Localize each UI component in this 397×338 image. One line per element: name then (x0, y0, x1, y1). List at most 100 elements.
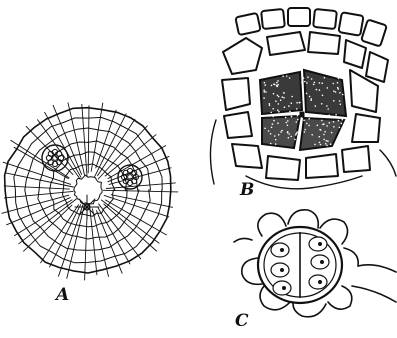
stipple-dot (319, 82, 321, 84)
stipple-dot (320, 129, 322, 131)
stipple-dot (313, 84, 315, 86)
stipple-dot (341, 123, 343, 125)
stipple-dot (275, 143, 277, 145)
stipple-dot (303, 106, 305, 108)
stipple-dot (302, 99, 304, 101)
stipple-dot (272, 108, 274, 110)
stipple-dot (269, 105, 271, 107)
stipple-dot (311, 78, 313, 80)
stipple-dot (327, 140, 329, 142)
panel-c-label: C (235, 313, 249, 330)
capsule-cell-nucleus (320, 260, 324, 264)
stipple-dot (273, 120, 275, 122)
stipple-dot (339, 100, 341, 102)
stipple-dot (324, 77, 326, 79)
disc-radial-wall (101, 200, 159, 243)
disc-radial-wall (98, 207, 130, 264)
stipple-dot (299, 102, 301, 104)
disc-radial-wall (91, 103, 103, 171)
stipple-dot (287, 125, 289, 127)
stipple-dot (274, 135, 276, 137)
stipple-dot (333, 100, 335, 102)
panel-a-label: A (56, 287, 69, 304)
stipple-dot (306, 123, 308, 125)
disc-radial-wall (2, 195, 69, 213)
stipple-dot (325, 143, 327, 145)
stipple-dot (311, 134, 313, 136)
stipple-dot (296, 121, 298, 123)
disc-ring (74, 175, 102, 204)
disc-radial-wall (85, 213, 88, 280)
stipple-dot (322, 124, 324, 126)
disc-radial-wall (88, 106, 89, 173)
stipple-dot (321, 103, 323, 105)
stipple-dot (297, 115, 299, 117)
stipple-dot (289, 111, 291, 113)
disc-radial-wall (4, 186, 69, 189)
stipple-dot (310, 98, 312, 100)
panel-a-left-rosette (42, 145, 68, 171)
stipple-dot (333, 126, 335, 128)
stipple-dot (282, 96, 284, 98)
stipple-dot (288, 137, 290, 139)
disc-radial-wall (103, 190, 178, 192)
stipple-dot (271, 85, 273, 87)
stipple-dot (327, 87, 329, 89)
stipple-dot (327, 115, 329, 117)
stipple-dot (281, 130, 283, 132)
stipple-dot (273, 83, 275, 85)
stipple-dot (294, 139, 296, 141)
stipple-dot (342, 94, 344, 96)
stipple-dot (326, 105, 328, 107)
stipple-dot (322, 95, 324, 97)
stipple-dot (331, 132, 333, 134)
stipple-dot (273, 93, 275, 95)
stipple-dot (287, 120, 289, 122)
panel-a-drawing (2, 103, 178, 280)
stipple-dot (264, 77, 266, 79)
stipple-dot (304, 131, 306, 133)
stipple-dot (264, 82, 266, 84)
stipple-dot (264, 91, 266, 93)
stipple-dot (319, 142, 321, 144)
stipple-dot (338, 120, 340, 122)
panel-a-center-star (75, 195, 99, 219)
stipple-dot (338, 88, 340, 90)
stipple-dot (327, 108, 329, 110)
stipple-dot (278, 111, 280, 113)
capsule-cell-nucleus (280, 248, 284, 252)
stipple-dot (291, 116, 293, 118)
stipple-dot (306, 82, 308, 84)
stipple-dot (307, 76, 309, 78)
stipple-dot (324, 131, 326, 133)
stipple-dot (268, 130, 270, 132)
disc-radial-wall (45, 112, 81, 177)
stipple-dot (277, 95, 279, 97)
disc-radial-wall (92, 209, 108, 277)
disc-ring (5, 108, 171, 273)
capsule-cell-nucleus (318, 280, 322, 284)
stipple-dot (314, 144, 316, 146)
stipple-dot (300, 128, 302, 130)
capsule-cell-nucleus (282, 286, 286, 290)
stipple-dot (342, 119, 344, 121)
stipple-dot (340, 104, 342, 106)
stipple-dot (277, 122, 279, 124)
stipple-dot (303, 120, 305, 122)
stipple-dot (278, 103, 280, 105)
stipple-dot (280, 131, 282, 133)
panel-b-drawing (210, 8, 396, 189)
stipple-dot (296, 131, 298, 133)
stipple-dot (271, 127, 273, 129)
stipple-dot (321, 82, 323, 84)
stipple-dot (291, 96, 293, 98)
disc-radial-wall (3, 162, 71, 184)
stipple-dot (302, 80, 304, 82)
stipple-dot (337, 82, 339, 84)
panel-b-label: B (240, 182, 254, 199)
stipple-dot (286, 122, 288, 124)
stipple-dot (301, 82, 303, 84)
stipple-dot (317, 125, 319, 127)
stipple-dot (335, 114, 337, 116)
stipple-dot (316, 116, 318, 118)
